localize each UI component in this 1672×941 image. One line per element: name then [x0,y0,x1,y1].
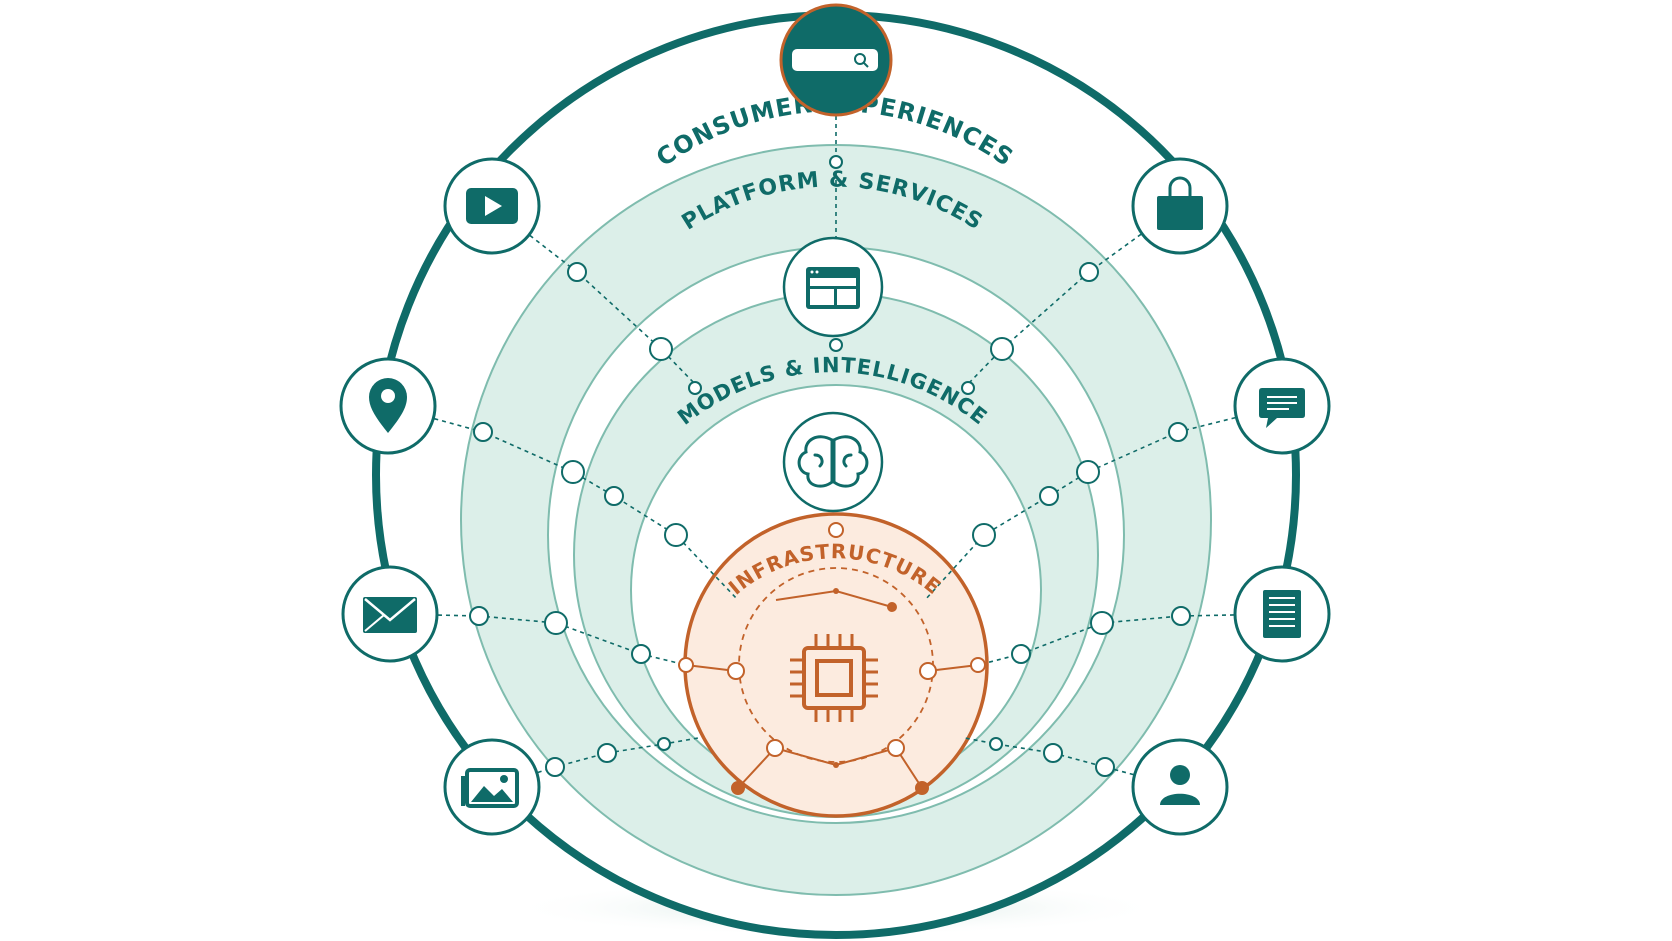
search-bar-icon [779,3,893,117]
web-window-icon [782,236,884,338]
cpu-chip-icon [790,634,878,722]
user-icon [1131,738,1229,836]
brain-icon [782,411,884,513]
infrastructure-nodes [678,522,986,757]
connection-nodes [469,155,1191,777]
infrastructure-solid-nodes [731,588,929,795]
video-play-icon [443,157,541,255]
chat-bubble-icon [1233,357,1331,455]
image-icon [443,738,541,836]
document-icon [1233,565,1331,663]
location-pin-icon [339,357,437,455]
shopping-bag-icon [1131,157,1229,255]
mail-icon [341,565,439,663]
